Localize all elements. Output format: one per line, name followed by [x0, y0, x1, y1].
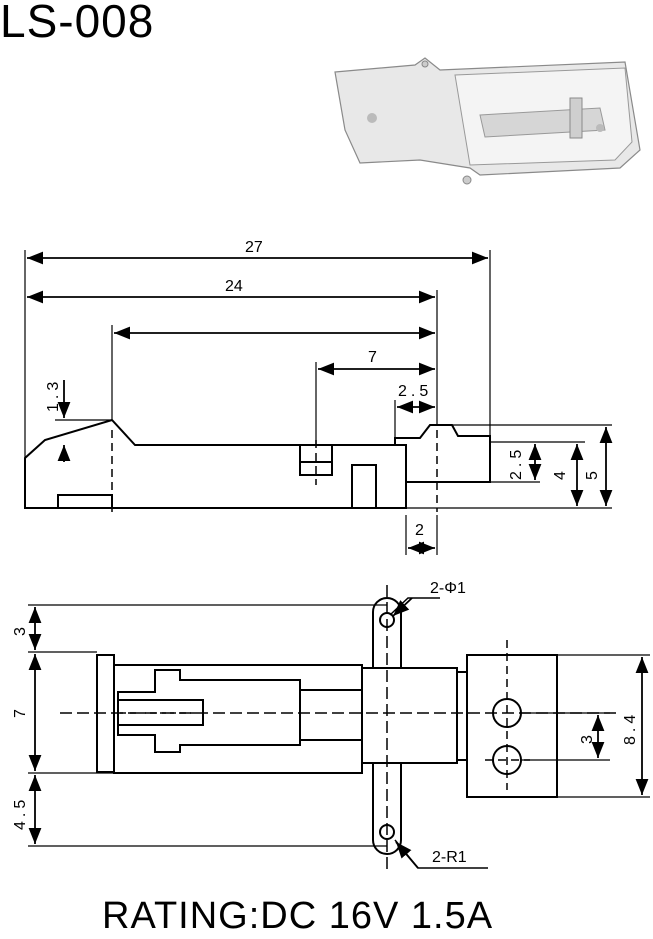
dim-4-5-left-label: 4.5 [12, 796, 29, 830]
top-dimension-lines [28, 597, 649, 869]
side-view [24, 250, 612, 555]
dim-4-label: 4 [552, 471, 569, 480]
top-view [28, 585, 650, 870]
dim-2-5-top-label: 2.5 [398, 383, 432, 400]
side-dimension-lines [27, 251, 613, 555]
dim-8-4-label: 8.4 [622, 711, 639, 745]
dim-24-label: 24 [225, 278, 243, 295]
rating-text: RATING:DC 16V 1.5A [102, 895, 494, 937]
dim-2-5-right-label: 2.5 [508, 446, 525, 480]
dim-1-3-label: 1.3 [45, 378, 62, 412]
callout-holes-label: 2-Φ1 [430, 580, 466, 597]
dim-27-label: 27 [245, 239, 263, 256]
dim-2-bottom-label: 2 [415, 522, 424, 539]
dim-7-left-label: 7 [12, 709, 29, 718]
dim-3-left-label: 3 [12, 627, 29, 636]
dim-3-right-label: 3 [579, 735, 596, 744]
product-photo [334, 57, 641, 185]
callout-radius-label: 2-R1 [432, 849, 467, 866]
model-title: LS-008 [0, 0, 155, 47]
dim-7-label: 7 [368, 349, 377, 366]
dim-5-label: 5 [584, 471, 601, 480]
